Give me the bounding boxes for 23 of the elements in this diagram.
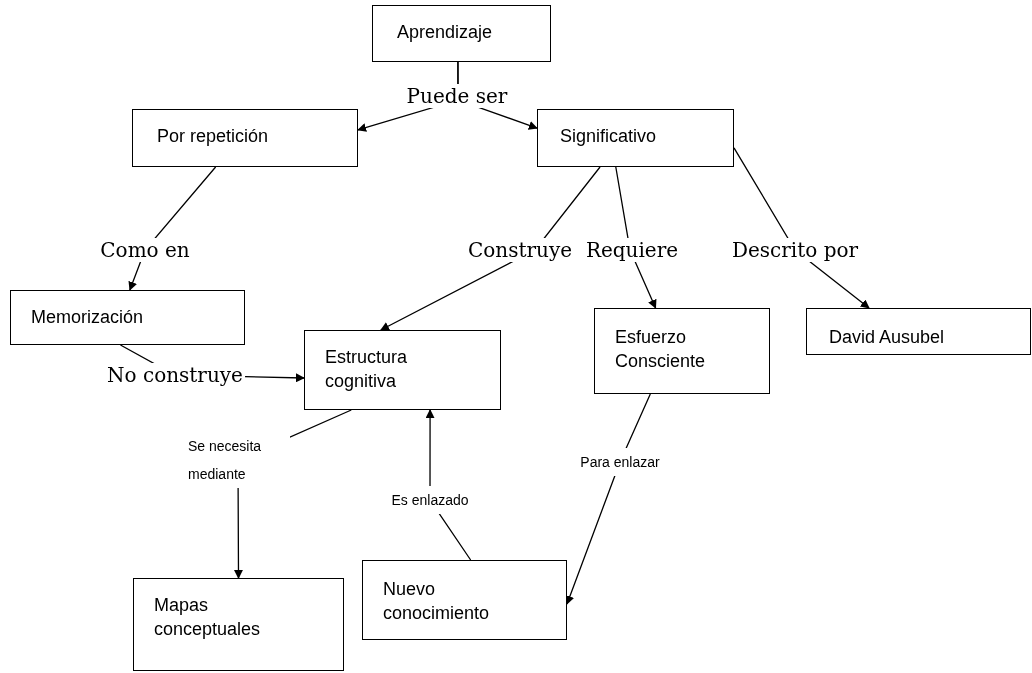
concept-box [362, 560, 567, 640]
concept-text: Significativo [560, 125, 658, 148]
concept-box [537, 109, 734, 167]
concept-box [594, 308, 770, 394]
concept-text: Esfuerzo Consciente [615, 326, 707, 373]
concept-box [132, 109, 358, 167]
concept-text: Estructura cognitiva [325, 346, 409, 393]
concept-text: Memorización [31, 306, 145, 329]
concept-text: Nuevo conocimiento [383, 578, 491, 625]
edge-label: Puede ser [404, 84, 510, 108]
concept-box [806, 308, 1031, 355]
edge-label: No construye [105, 363, 245, 387]
edge-label: Es enlazado [389, 486, 471, 514]
edge-label: Para enlazar [578, 448, 662, 476]
concept-text: David Ausubel [829, 326, 946, 349]
concept-text: Mapas conceptuales [154, 594, 262, 641]
concept-box [10, 290, 245, 345]
concept-box [372, 5, 551, 62]
concept-text: Por repetición [157, 125, 270, 148]
concept-box [304, 330, 501, 410]
concept-box [133, 578, 344, 671]
concept-text: Aprendizaje [397, 21, 494, 44]
edge-label: Como en [98, 238, 192, 262]
